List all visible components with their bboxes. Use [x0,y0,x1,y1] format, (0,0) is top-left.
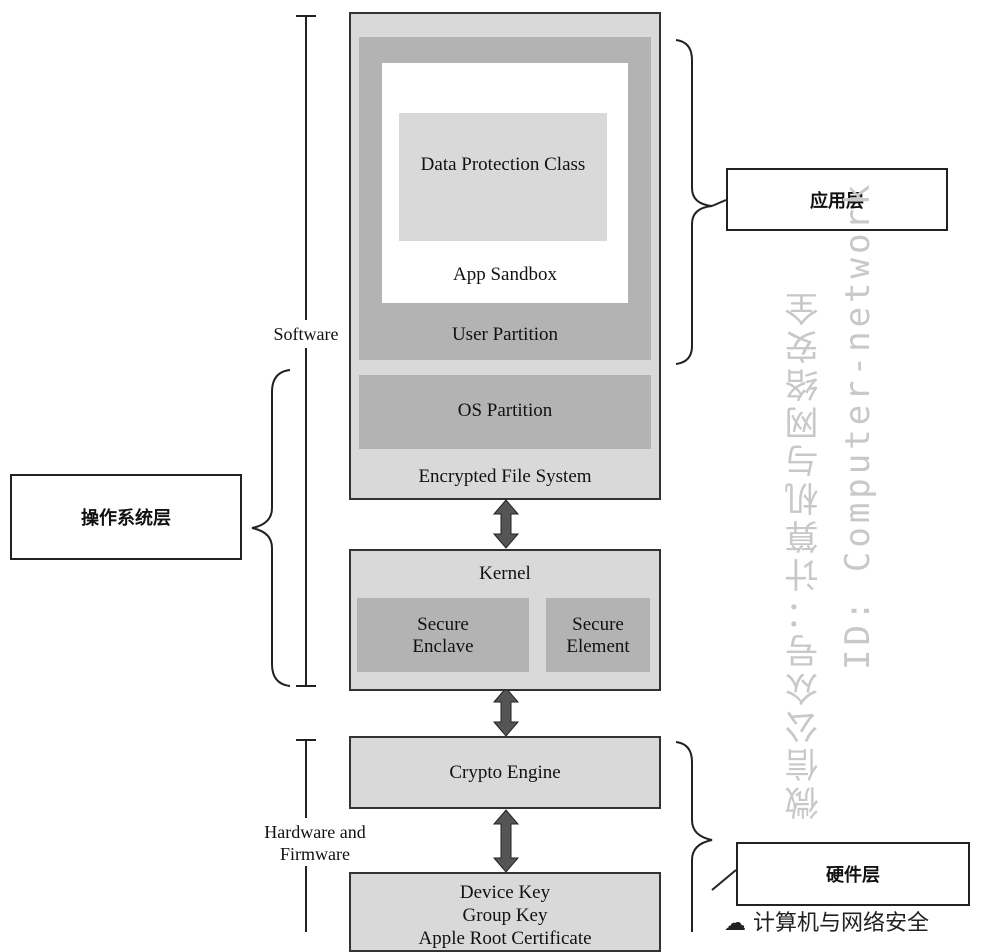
hw-layer-label: 硬件层 [826,865,880,886]
crypto-engine-label: Crypto Engine [449,762,561,783]
secure-element-label-2: Element [566,636,630,657]
group-key-label: Group Key [462,905,548,926]
hw-layer-brace [675,741,713,932]
app-layer-box: 应用层 [726,168,948,231]
apple-root-certificate-label: Apple Root Certificate [418,928,592,949]
arrow-fs-kernel [492,499,520,549]
wechat-footer-text: 计算机与网络安全 [753,911,930,936]
software-range-line [296,15,316,687]
os-layer-label: 操作系统层 [81,508,171,529]
crypto-engine-box [349,736,661,809]
app-layer-label: 应用层 [810,190,864,212]
watermark-line-2: ID: Computer-network [838,180,878,670]
watermark-line-1: 微信公众号：计算机与网络安全 [785,288,825,820]
secure-enclave-label-2: Enclave [412,636,474,657]
data-protection-class-box [399,113,607,241]
wechat-icon: ☁ [724,911,746,936]
os-layer-box: 操作系统层 [10,474,242,560]
encrypted-file-system-label: Encrypted File System [418,466,592,487]
user-partition-label: User Partition [451,324,559,345]
secure-element-label-1: Secure [572,614,624,635]
os-partition-label: OS Partition [457,400,553,421]
os-partition-box [359,375,651,449]
secure-enclave-label-1: Secure [417,614,469,635]
os-layer-brace [251,369,291,687]
software-label: Software [273,324,339,344]
app-layer-brace [675,39,713,365]
hardware-firmware-label-1: Hardware and [264,822,366,842]
hardware-range-line [296,739,316,932]
secure-element-box [546,598,650,672]
diagram-connectors [251,15,737,932]
hw-layer-box: 硬件层 [736,842,970,906]
watermark: 微信公众号：计算机与网络安全 ID: Computer-network [780,180,890,830]
app-sandbox-label: App Sandbox [453,264,557,285]
secure-enclave-box [357,598,529,672]
hardware-firmware-label-2: Firmware [280,844,350,864]
app-layer-pointer [711,199,727,207]
kernel-label: Kernel [479,563,531,584]
arrow-crypto-keys [492,809,520,873]
device-key-label: Device Key [459,882,551,903]
arrow-kernel-crypto [492,687,520,737]
wechat-footer: ☁ 计算机与网络安全 [724,905,929,937]
hw-layer-pointer [711,869,737,891]
data-protection-class-label: Data Protection Class [420,154,586,175]
